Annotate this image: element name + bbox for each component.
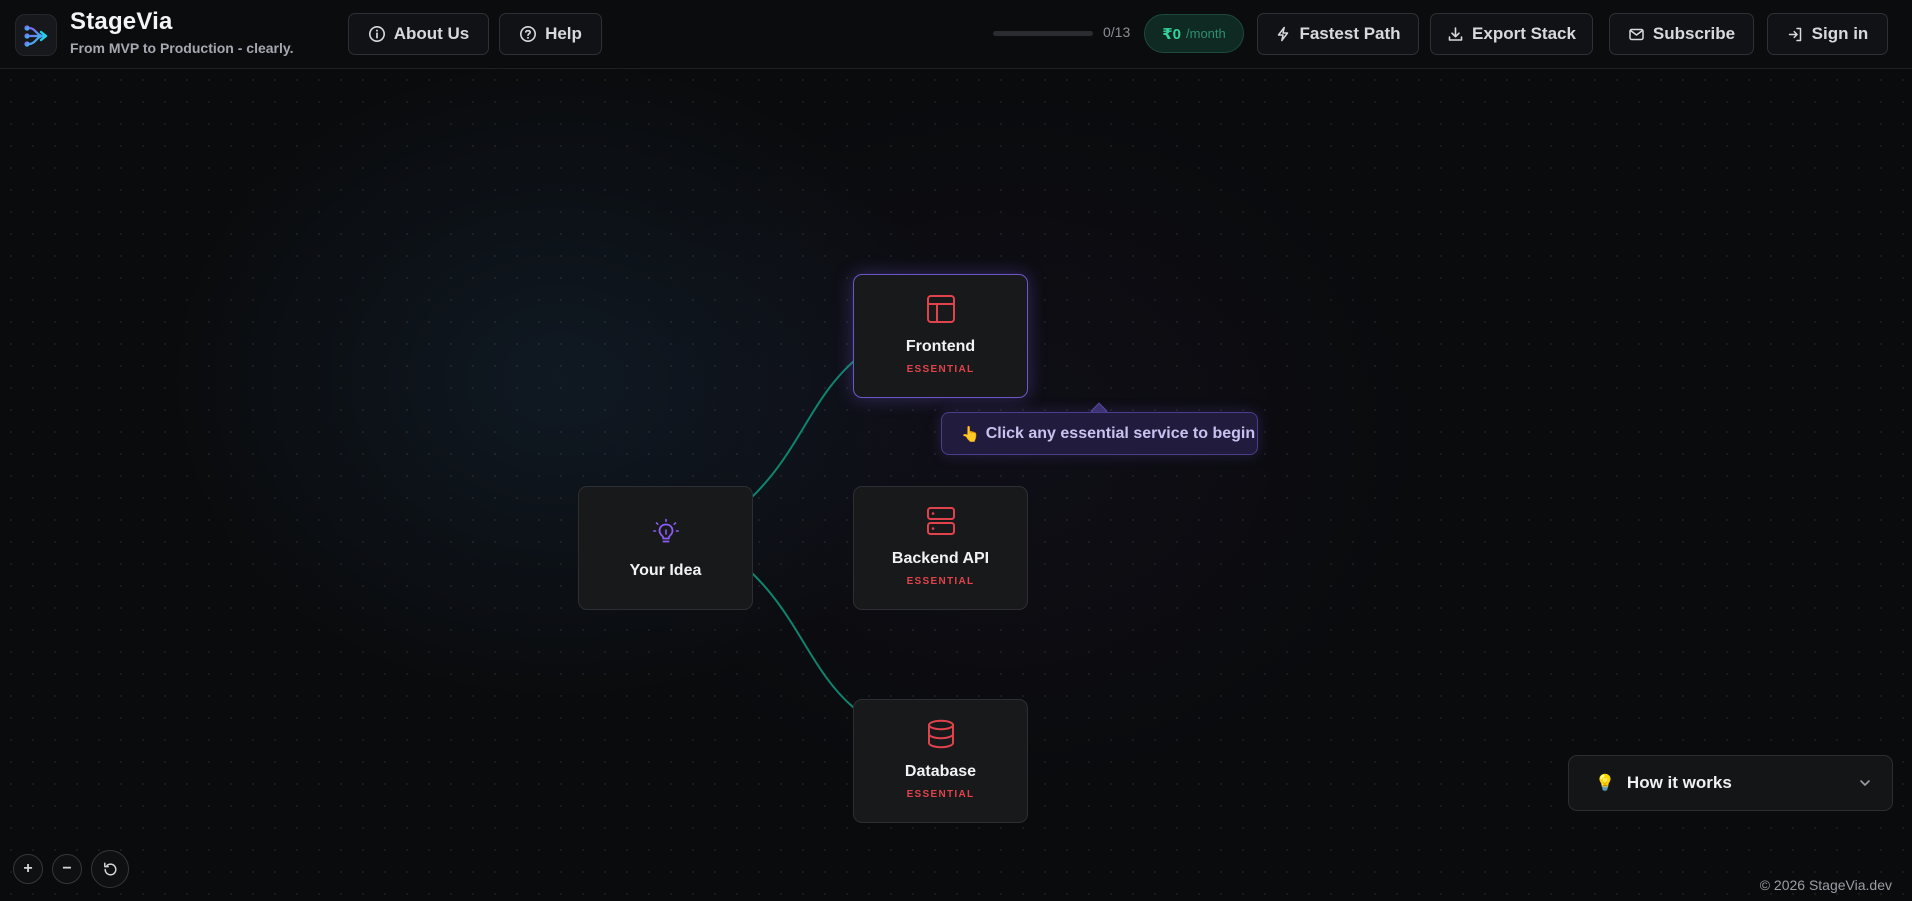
pointing-hand-icon: 👆: [961, 425, 980, 443]
progress-count: 0/13: [1103, 24, 1131, 40]
monthly-cost-badge: ₹0 /month: [1144, 14, 1244, 53]
subscribe-button[interactable]: Subscribe: [1609, 13, 1754, 55]
zoom-out-label: −: [62, 860, 72, 877]
database-icon: [927, 719, 954, 749]
essential-badge: ESSENTIAL: [906, 364, 975, 375]
about-us-label: About Us: [393, 24, 470, 43]
essential-badge: ESSENTIAL: [906, 576, 975, 587]
node-frontend[interactable]: Frontend ESSENTIAL: [853, 274, 1028, 398]
essential-badge: ESSENTIAL: [906, 789, 975, 800]
node-title: Database: [904, 763, 977, 780]
log-in-icon: [1788, 27, 1801, 41]
progress-bar: [993, 31, 1093, 36]
fastest-path-label: Fastest Path: [1299, 24, 1401, 43]
reset-view-button[interactable]: [91, 850, 129, 888]
server-icon: [926, 507, 955, 535]
node-title: Backend API: [891, 550, 990, 567]
zoom-out-button[interactable]: −: [52, 854, 82, 884]
footer-copyright: © 2026 StageVia.dev: [1759, 877, 1892, 893]
node-your-idea[interactable]: Your Idea: [578, 486, 753, 610]
how-it-works-title: How it works: [1626, 773, 1732, 792]
node-database[interactable]: Database ESSENTIAL: [853, 699, 1028, 823]
zoom-in-label: +: [23, 860, 33, 877]
about-us-button[interactable]: About Us: [348, 13, 489, 55]
edge-idea-database: [751, 572, 855, 709]
edge-idea-frontend: [751, 360, 855, 498]
lightning-icon: [1278, 26, 1289, 42]
export-stack-label: Export Stack: [1472, 24, 1576, 43]
zoom-in-button[interactable]: +: [13, 854, 43, 884]
app-subtitle: From MVP to Production - clearly.: [70, 40, 294, 56]
app-logo[interactable]: [15, 14, 57, 56]
download-icon: [1448, 26, 1463, 41]
node-title: Your Idea: [629, 562, 702, 579]
help-circle-icon: [520, 26, 537, 42]
node-title: Frontend: [905, 338, 976, 355]
mail-icon: [1629, 28, 1644, 40]
node-backend-api[interactable]: Backend API ESSENTIAL: [853, 486, 1028, 610]
how-it-works-panel[interactable]: 💡 How it works: [1568, 755, 1893, 811]
cost-unit: /month: [1186, 26, 1226, 41]
app-title: StageVia: [70, 8, 173, 35]
export-stack-button[interactable]: Export Stack: [1430, 13, 1593, 55]
lightbulb-icon: [652, 518, 679, 543]
fastest-path-button[interactable]: Fastest Path: [1257, 13, 1419, 55]
sign-in-button[interactable]: Sign in: [1767, 13, 1888, 55]
top-bar: StageVia From MVP to Production - clearl…: [0, 0, 1912, 69]
subscribe-label: Subscribe: [1652, 24, 1736, 43]
layout-icon: [926, 295, 955, 323]
onboarding-tooltip: 👆 Click any essential service to begin: [941, 412, 1258, 455]
help-label: Help: [545, 24, 582, 43]
chevron-down-icon: [1860, 780, 1870, 786]
logo-icon: [24, 25, 48, 47]
cost-amount: ₹0: [1162, 25, 1182, 43]
sign-in-label: Sign in: [1811, 24, 1869, 43]
rotate-ccw-icon: [103, 861, 117, 875]
help-button[interactable]: Help: [499, 13, 602, 55]
info-icon: [368, 26, 385, 42]
tooltip-text: Click any essential service to begin: [985, 424, 1256, 442]
lightbulb-emoji-icon: 💡: [1595, 775, 1615, 792]
